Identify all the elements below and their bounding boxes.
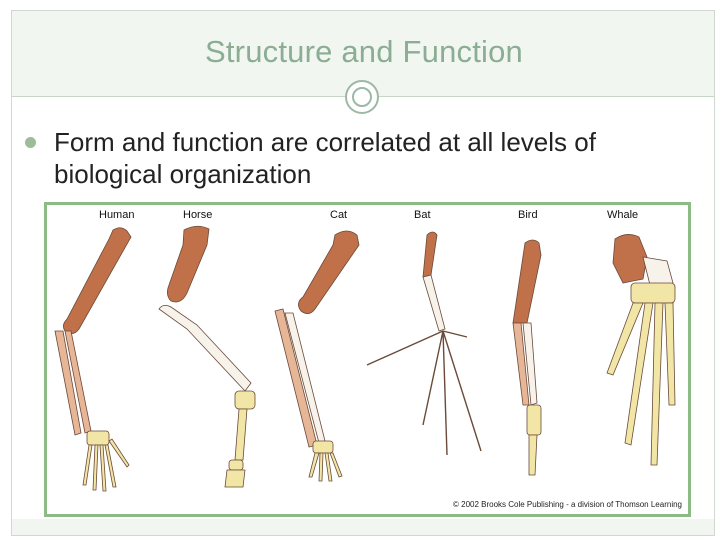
- label-bat: Bat: [414, 209, 431, 221]
- label-whale: Whale: [607, 209, 639, 221]
- cat-limb: [274, 230, 360, 482]
- circle-ornament-icon: [345, 80, 379, 114]
- bullet-dot-icon: [25, 137, 36, 148]
- label-human: Human: [99, 209, 135, 221]
- bullet-text: Form and function are correlated at all …: [54, 127, 596, 189]
- limb-bones-illustration: [54, 225, 676, 492]
- label-horse: Horse: [183, 209, 213, 221]
- bird-limb: [512, 239, 542, 476]
- bat-limb: [366, 231, 482, 456]
- whale-limb: [606, 234, 676, 466]
- label-cat: Cat: [330, 209, 348, 221]
- human-limb: [54, 227, 132, 492]
- footer-band: [12, 519, 714, 535]
- limb-diagram: Human Horse Cat Bat Bird Whale: [44, 202, 691, 517]
- label-bird: Bird: [518, 209, 538, 221]
- slide-title: Structure and Function: [204, 34, 524, 69]
- figure-credit: © 2002 Brooks Cole Publishing - a divisi…: [453, 500, 682, 509]
- horse-limb: [158, 225, 256, 488]
